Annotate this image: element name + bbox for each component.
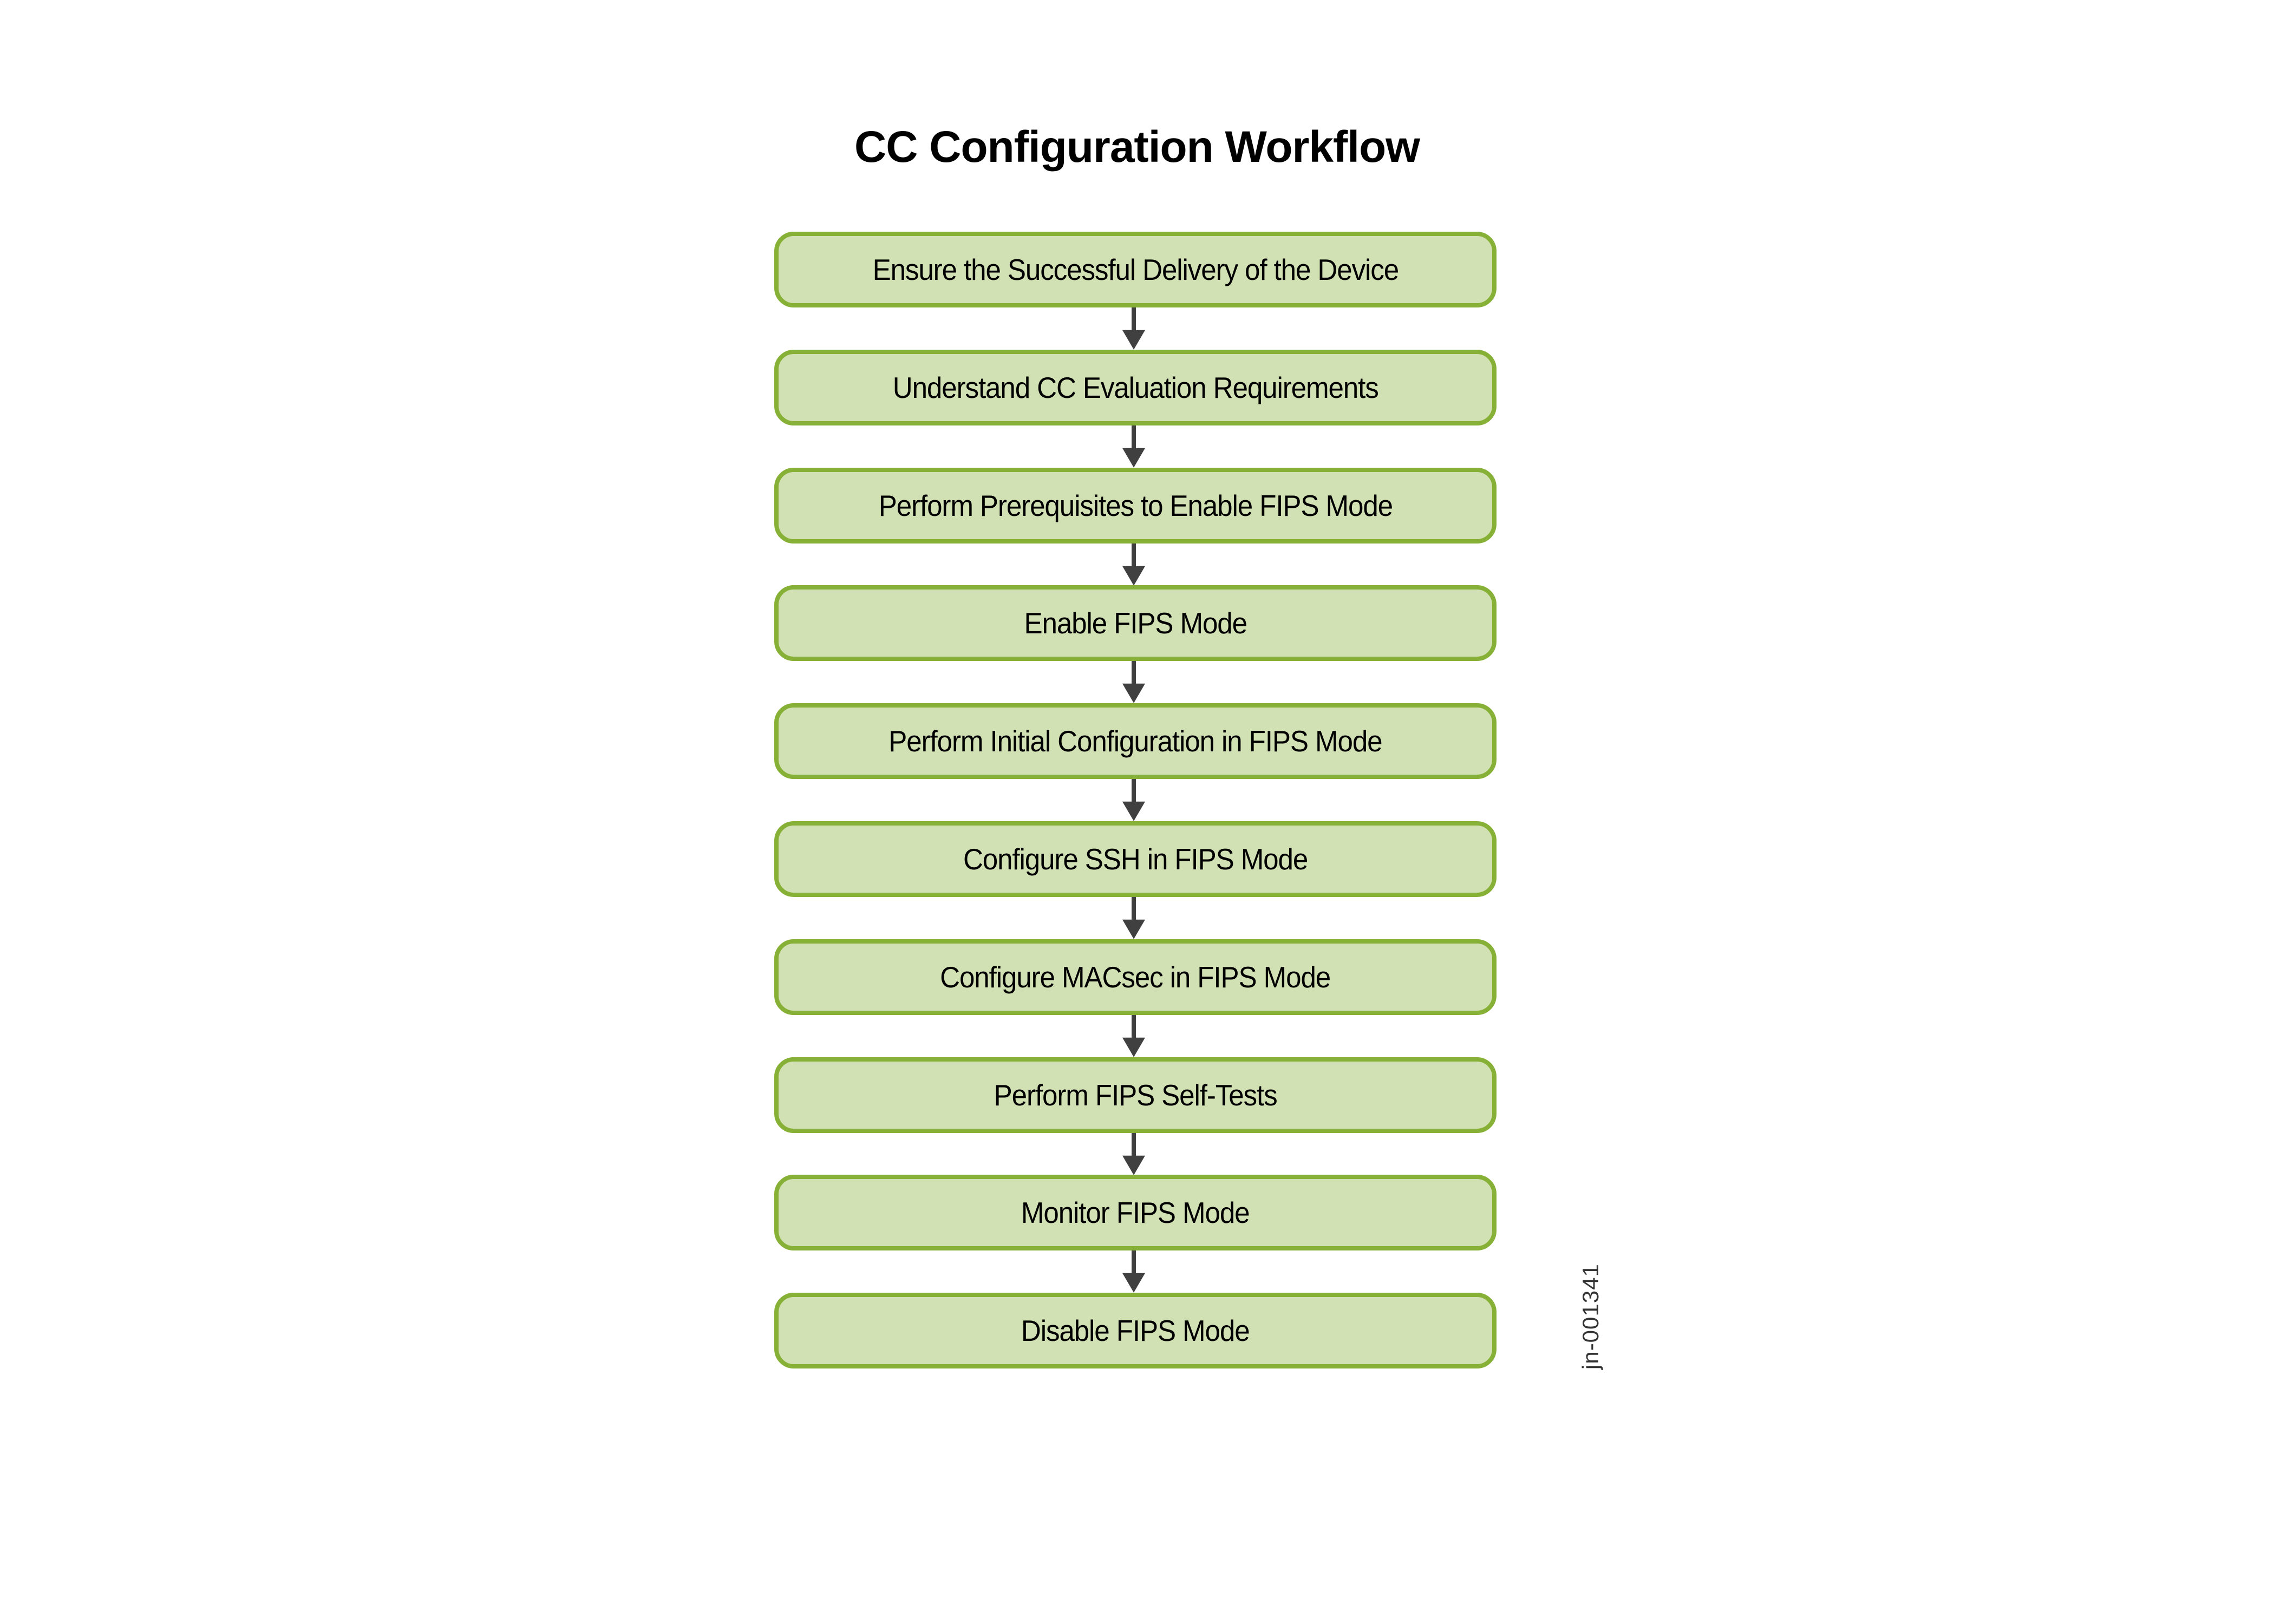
workflow-step-label: Perform Initial Configuration in FIPS Mo… xyxy=(888,724,1382,758)
workflow-step: Configure SSH in FIPS Mode xyxy=(774,821,1497,897)
workflow-step-label: Configure MACsec in FIPS Mode xyxy=(940,960,1331,994)
connector-arrow-icon xyxy=(1122,897,1145,939)
figure-id-label: jn-001341 xyxy=(1578,1263,1603,1370)
workflow-step: Understand CC Evaluation Requirements xyxy=(774,349,1497,425)
workflow-step-label: Perform FIPS Self-Tests xyxy=(994,1078,1278,1112)
connector-arrow-icon xyxy=(1122,1014,1145,1057)
workflow-step-label: Enable FIPS Mode xyxy=(1024,606,1247,640)
diagram-title: CC Configuration Workflow xyxy=(854,122,1420,172)
workflow-step-label: Understand CC Evaluation Requirements xyxy=(892,370,1379,404)
workflow-step-label: Perform Prerequisites to Enable FIPS Mod… xyxy=(878,488,1393,522)
connector-arrow-icon xyxy=(1122,779,1145,821)
workflow-step-label: Configure SSH in FIPS Mode xyxy=(963,842,1308,876)
workflow-step-label: Disable FIPS Mode xyxy=(1021,1314,1250,1348)
workflow-step: Ensure the Successful Delivery of the De… xyxy=(774,232,1497,307)
workflow-step-label: Ensure the Successful Delivery of the De… xyxy=(872,253,1399,286)
connector-arrow-icon xyxy=(1122,1132,1145,1175)
workflow-step: Perform Initial Configuration in FIPS Mo… xyxy=(774,703,1497,780)
workflow-step-label: Monitor FIPS Mode xyxy=(1021,1196,1250,1230)
workflow-step: Monitor FIPS Mode xyxy=(774,1175,1497,1251)
workflow-step: Perform Prerequisites to Enable FIPS Mod… xyxy=(774,467,1497,543)
workflow-step: Perform FIPS Self-Tests xyxy=(774,1057,1497,1133)
connector-arrow-icon xyxy=(1122,425,1145,468)
connector-arrow-icon xyxy=(1122,307,1145,350)
connector-arrow-icon xyxy=(1122,1250,1145,1293)
connector-arrow-icon xyxy=(1122,543,1145,586)
workflow-step: Disable FIPS Mode xyxy=(774,1293,1497,1369)
connector-arrow-icon xyxy=(1122,661,1145,704)
workflow-step: Enable FIPS Mode xyxy=(774,585,1497,662)
workflow-step: Configure MACsec in FIPS Mode xyxy=(774,939,1497,1015)
